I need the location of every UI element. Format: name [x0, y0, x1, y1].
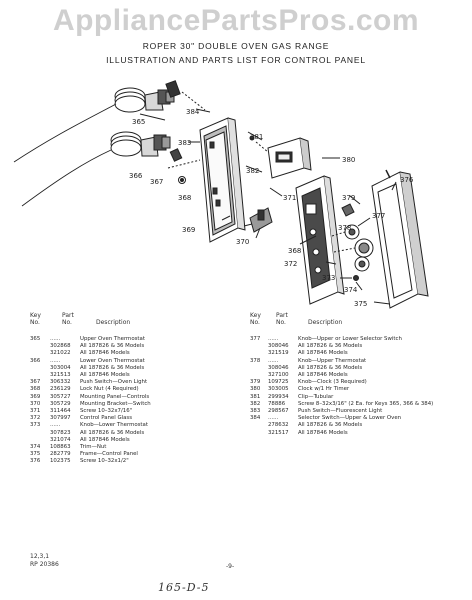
clock-part — [249, 135, 312, 179]
callout-384: 384 — [186, 108, 200, 116]
callout-382: 382 — [246, 167, 259, 175]
lower-thermostat-part — [21, 131, 171, 207]
handwritten-note: 165-D-5 — [158, 581, 210, 594]
mounting-panel-part — [199, 117, 246, 243]
list-item: 377......Knob—Upper or Lower Selector Sw… — [250, 336, 402, 342]
callout-367: 367 — [150, 178, 163, 186]
callout-377: 377 — [372, 212, 385, 220]
list-item: 373......Knob—Lower Thermostat — [30, 422, 148, 429]
mounting-bracket-part — [243, 207, 273, 233]
title-line-2: ILLUSTRATION AND PARTS LIST FOR CONTROL … — [106, 55, 366, 65]
callout-381: 381 — [250, 133, 263, 141]
upper-thermostat-part — [13, 87, 175, 163]
parts-list-right: 377......Knob—Upper or Lower Selector Sw… — [250, 336, 465, 437]
exploded-parts-diagram: 365 384 383 381 380 382 371 379 376 366 … — [13, 80, 429, 309]
footer-code-1: 12,3,1 — [30, 553, 50, 560]
callout-365: 365 — [132, 118, 145, 126]
callout-378: 378 — [338, 224, 351, 232]
list-item: 366......Lower Oven Thermostat — [30, 357, 145, 364]
list-item: 365......Upper Oven Thermostat — [30, 336, 145, 342]
watermark: AppliancePartsPros.com — [52, 4, 420, 37]
list-item: 384......Selector Switch—Upper & Lower O… — [250, 415, 402, 422]
callout-383: 383 — [178, 139, 191, 147]
callout-366: 366 — [129, 172, 143, 180]
left-description-header: Description — [96, 319, 131, 326]
callout-368-lower: 368 — [288, 247, 301, 255]
control-panel-glass-part — [295, 175, 345, 305]
control-panel-frame-part — [371, 169, 429, 309]
callout-371: 371 — [283, 194, 296, 202]
callout-374: 374 — [344, 286, 358, 294]
page-number: -9- — [226, 563, 235, 570]
right-description-header: Description — [308, 319, 343, 326]
callout-376: 376 — [400, 176, 414, 184]
callout-369: 369 — [182, 226, 195, 234]
callout-370: 370 — [236, 238, 249, 246]
callout-368: 368 — [178, 194, 191, 202]
callout-380: 380 — [342, 156, 355, 164]
callout-375: 375 — [354, 300, 367, 308]
control-knobs-part — [331, 203, 374, 281]
callout-379: 379 — [342, 194, 355, 202]
footer-code-2: RP 20386 — [30, 561, 59, 568]
list-item: 378......Knob—Upper Thermostat — [250, 357, 367, 364]
selector-switch-part — [165, 80, 206, 111]
callout-372: 372 — [284, 260, 297, 268]
title-line-1: ROPER 30" DOUBLE OVEN GAS RANGE — [142, 41, 330, 51]
callout-373: 373 — [322, 274, 335, 282]
